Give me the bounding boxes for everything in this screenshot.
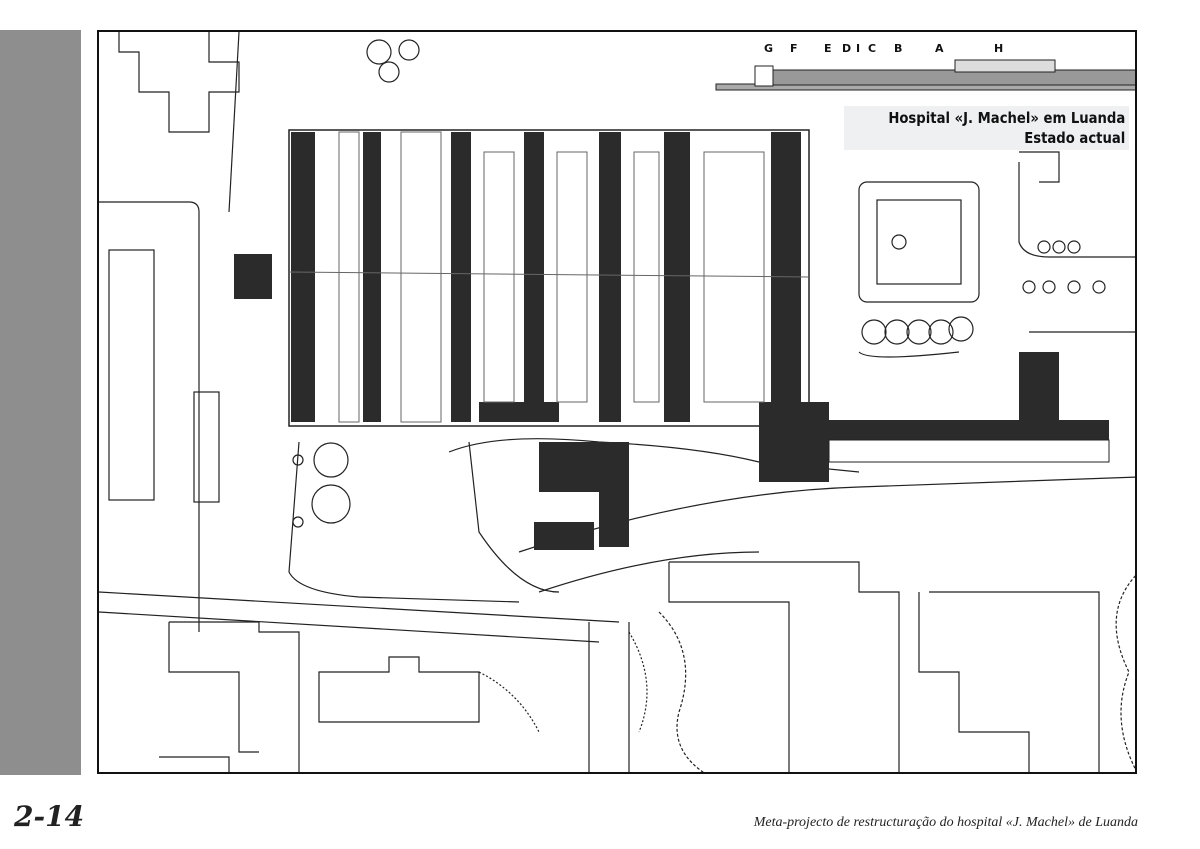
section-letter: I bbox=[856, 42, 861, 55]
plan-title-box: Hospital «J. Machel» em Luanda Estado ac… bbox=[843, 106, 1129, 150]
section-letter: H bbox=[994, 42, 1004, 55]
site-plan-frame: G F E D I C B A H Hospital «J. Machel» e… bbox=[97, 30, 1137, 774]
cross-section-elevation bbox=[715, 59, 1135, 91]
section-letter: D bbox=[842, 42, 852, 55]
page-caption: Meta-projecto de restructuração do hospi… bbox=[753, 815, 1138, 830]
section-letter: C bbox=[868, 42, 877, 55]
page-number: 2-14 bbox=[14, 800, 85, 833]
section-letter: B bbox=[894, 42, 903, 55]
section-letter: E bbox=[824, 42, 832, 55]
section-letter: A bbox=[935, 42, 944, 55]
page-margin-bar bbox=[0, 30, 81, 775]
section-letter: F bbox=[790, 42, 798, 55]
plan-title: Hospital «J. Machel» em Luanda bbox=[888, 109, 1125, 127]
plan-subtitle: Estado actual bbox=[1023, 129, 1125, 147]
main-hospital-block bbox=[234, 129, 1110, 550]
site-plan-drawing bbox=[99, 32, 1135, 772]
section-letters: G F E D I C B A H bbox=[764, 42, 1094, 58]
section-letter: G bbox=[764, 42, 774, 55]
